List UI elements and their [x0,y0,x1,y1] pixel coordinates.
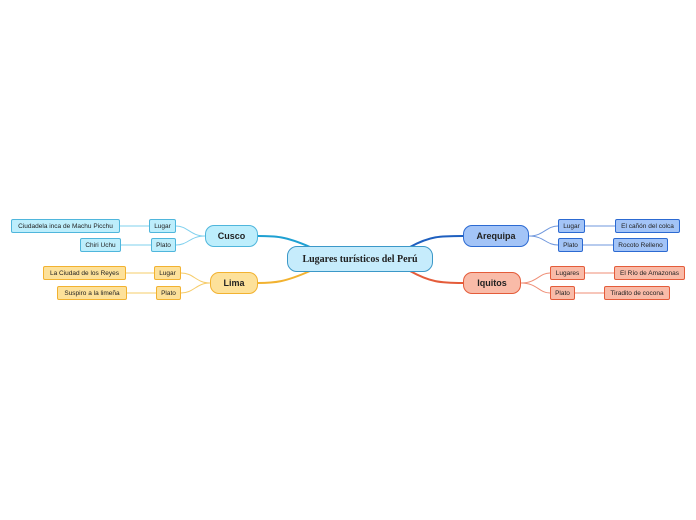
connector-root-iquitos [409,270,464,284]
lima-category-plato[interactable]: Plato [156,286,181,300]
lima-value-plato[interactable]: Suspiro a la limeña [57,286,127,300]
connector-arequipa-lugar [528,225,559,237]
lima-value-lugar[interactable]: La Ciudad de los Reyes [43,266,126,280]
cusco-value-lugar[interactable]: Ciudadela inca de Machu Picchu [11,219,120,233]
iquitos-category-lugares[interactable]: Lugares [550,266,585,280]
cusco-category-plato[interactable]: Plato [151,238,176,252]
iquitos-category-plato[interactable]: Plato [550,286,575,300]
topic-iquitos[interactable]: Iquitos [463,272,521,294]
arequipa-category-lugar[interactable]: Lugar [558,219,585,233]
iquitos-value-plato[interactable]: Tiradito de cocona [604,286,670,300]
topic-lima[interactable]: Lima [210,272,258,294]
connector-root-arequipa [409,235,464,248]
root-topic[interactable]: Lugares turísticos del Perú [287,246,433,272]
iquitos-value-lugares[interactable]: El Río de Amazonas [614,266,685,280]
connector-root-cusco [257,235,311,248]
arequipa-category-plato[interactable]: Plato [558,238,583,252]
lima-category-lugar[interactable]: Lugar [154,266,181,280]
arequipa-value-lugar[interactable]: El cañón del colca [615,219,680,233]
connector-iquitos-lugares [520,272,551,284]
topic-arequipa[interactable]: Arequipa [463,225,529,247]
cusco-category-lugar[interactable]: Lugar [149,219,176,233]
topic-cusco[interactable]: Cusco [205,225,258,247]
cusco-value-plato[interactable]: Chiri Uchu [80,238,121,252]
arequipa-value-plato[interactable]: Rocoto Relleno [613,238,668,252]
connector-root-lima [257,270,311,284]
connector-iquitos-plato [520,282,551,294]
connector-lima-plato [180,282,211,294]
connector-cusco-plato [175,235,206,246]
connector-lima-lugar [180,272,211,284]
connector-cusco-lugar [175,225,206,237]
connector-arequipa-plato [528,235,559,246]
